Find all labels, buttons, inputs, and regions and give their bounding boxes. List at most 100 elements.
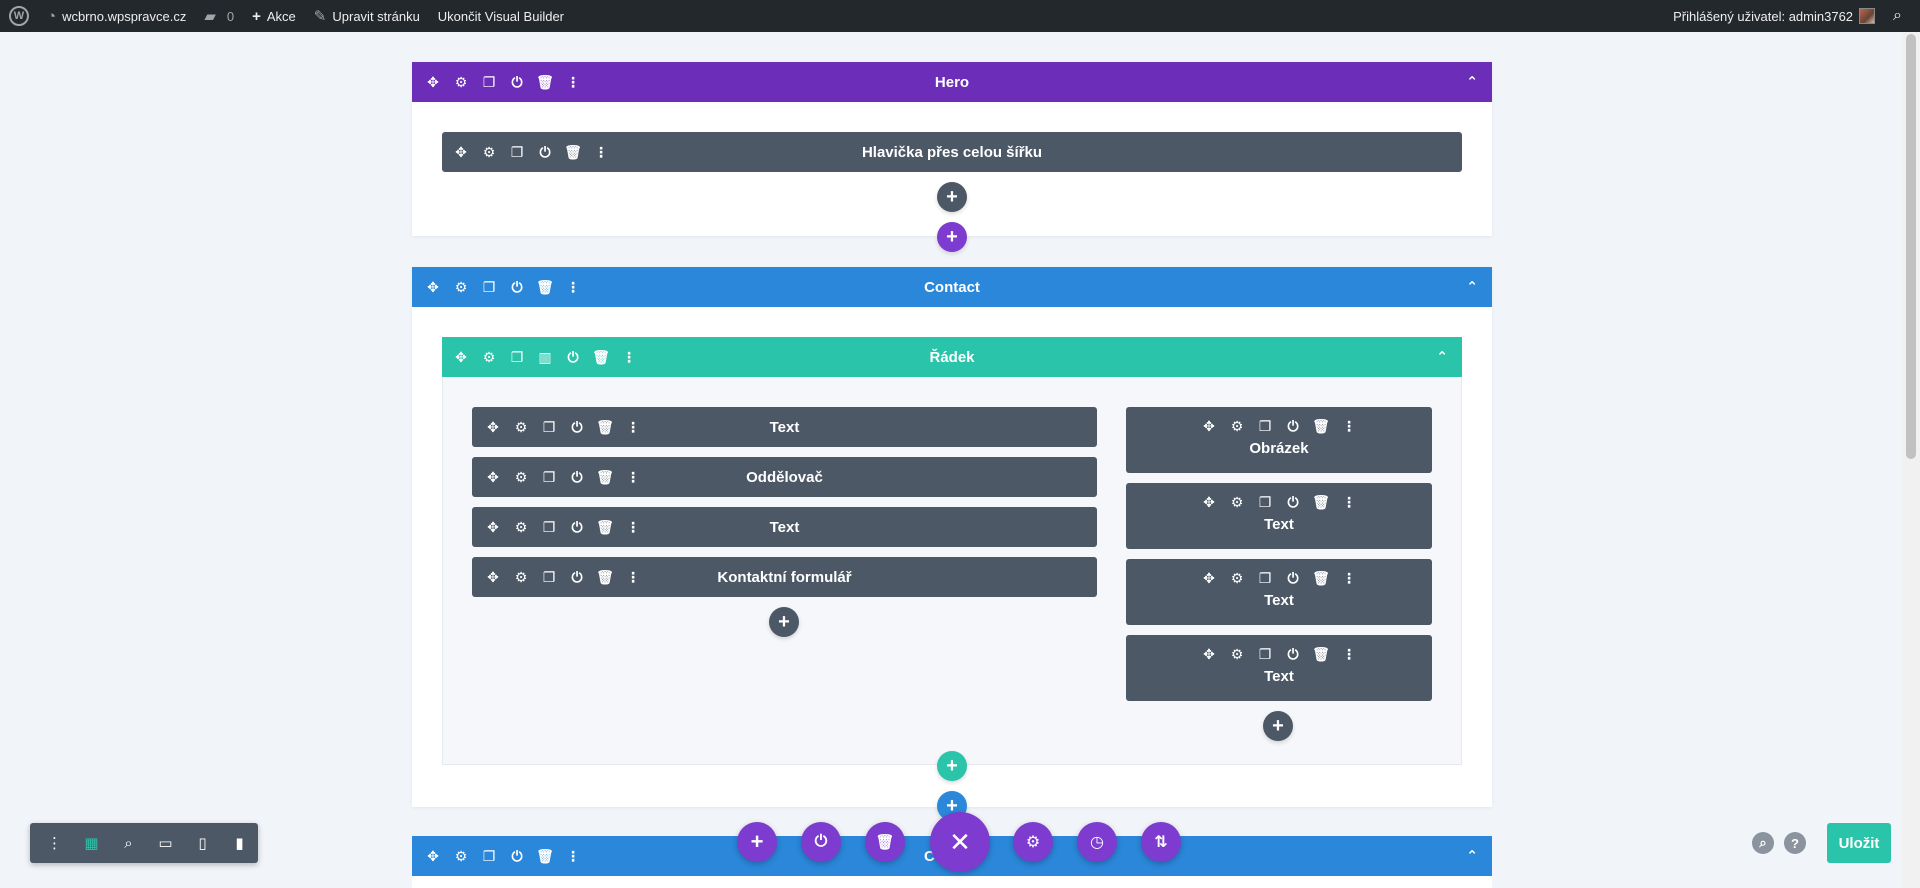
power-icon[interactable]: ⏻ [539,143,551,160]
duplicate-icon[interactable]: ❐ [542,468,556,485]
power-icon[interactable]: ⏻ [567,348,579,365]
trash-icon[interactable]: 🗑 [1312,417,1330,434]
power-icon[interactable]: ⏻ [511,278,523,295]
exit-visual-builder-link[interactable]: Ukončit Visual Builder [429,0,573,32]
trash-icon[interactable]: 🗑 [1312,645,1330,662]
trash-icon[interactable]: 🗑 [536,847,554,864]
settings-icon[interactable]: ⚙ [454,73,468,90]
vertical-scrollbar[interactable] [1902,32,1920,888]
duplicate-icon[interactable]: ❐ [1258,493,1272,510]
trash-icon[interactable]: 🗑 [536,278,554,295]
settings-icon[interactable]: ⚙ [1230,645,1244,662]
settings-icon[interactable]: ⚙ [1230,417,1244,434]
duplicate-icon[interactable]: ❐ [482,278,496,295]
trash-icon[interactable]: 🗑 [596,468,614,485]
power-icon[interactable]: ⏻ [571,518,583,535]
settings-icon[interactable]: ⚙ [482,143,496,160]
add-section-button[interactable]: + [937,222,967,252]
history-icon[interactable]: ◷ [1077,822,1117,862]
more-icon[interactable]: ⋮ [626,418,640,435]
move-icon[interactable]: ✥ [1203,645,1215,662]
more-icon[interactable]: ⋮ [1342,645,1356,662]
power-icon[interactable]: ⏻ [511,73,523,90]
move-icon[interactable]: ✥ [1203,417,1215,434]
move-icon[interactable]: ✥ [487,468,499,485]
module-text[interactable]: ✥ ⚙ ❐ ⏻ 🗑 ⋮ Text [1126,483,1432,549]
comments-link[interactable]: ▰ 0 [195,0,243,32]
module-text[interactable]: ✥ ⚙ ❐ ⏻ 🗑 ⋮ Text [1126,635,1432,701]
move-icon[interactable]: ✥ [487,568,499,585]
search-icon[interactable]: ⌕ [1752,832,1774,854]
duplicate-icon[interactable]: ❐ [482,73,496,90]
trash-icon[interactable]: 🗑 [564,143,582,160]
module-contact-form[interactable]: ✥ ⚙ ❐ ⏻ 🗑 ⋮ Kontaktní formulář [472,557,1097,597]
settings-icon[interactable]: ⚙ [482,348,496,365]
duplicate-icon[interactable]: ❐ [510,348,524,365]
power-icon[interactable]: ⏻ [571,568,583,585]
hero-section-bar[interactable]: ✥ ⚙ ❐ ⏻ 🗑 ⋮ Hero ⌃ [412,62,1492,102]
trash-icon[interactable]: 🗑 [865,822,905,862]
help-icon[interactable]: ? [1784,832,1806,854]
move-icon[interactable]: ✥ [455,348,467,365]
settings-icon[interactable]: ⚙ [514,418,528,435]
move-icon[interactable]: ✥ [427,73,439,90]
module-text[interactable]: ✥ ⚙ ❐ ⏻ 🗑 ⋮ Text [472,407,1097,447]
chevron-up-icon[interactable]: ⌃ [1466,278,1478,295]
zoom-icon[interactable]: ⌕ [124,834,133,852]
power-icon[interactable]: ⏻ [571,468,583,485]
trash-icon[interactable]: 🗑 [1312,569,1330,586]
trash-icon[interactable]: 🗑 [596,518,614,535]
settings-icon[interactable]: ⚙ [514,568,528,585]
more-icon[interactable]: ⋮ [566,847,580,864]
more-icon[interactable]: ⋮ [626,568,640,585]
tablet-view-icon[interactable]: ▯ [198,835,207,852]
power-icon[interactable]: ⏻ [1287,569,1299,586]
more-icon[interactable]: ⋮ [1342,493,1356,510]
add-row-button[interactable]: + [937,751,967,781]
power-icon[interactable]: ⏻ [801,822,841,862]
move-icon[interactable]: ✥ [427,278,439,295]
move-icon[interactable]: ✥ [1203,493,1215,510]
more-icon[interactable]: ⋮ [626,468,640,485]
scrollbar-thumb[interactable] [1906,34,1916,459]
power-icon[interactable]: ⏻ [1287,645,1299,662]
add-module-button[interactable]: + [1263,711,1293,741]
desktop-view-icon[interactable]: ▭ [158,835,173,852]
admin-search-button[interactable]: ⌕ [1884,0,1920,32]
module-divider[interactable]: ✥ ⚙ ❐ ⏻ 🗑 ⋮ Oddělovač [472,457,1097,497]
duplicate-icon[interactable]: ❐ [510,143,524,160]
site-name-link[interactable]: ◔ wcbrno.wpspravce.cz [38,0,195,32]
wireframe-view-icon[interactable]: ▦ [84,835,99,852]
settings-icon[interactable]: ⚙ [514,518,528,535]
more-icon[interactable]: ⋮ [47,835,62,852]
columns-icon[interactable]: ▥ [538,348,552,365]
duplicate-icon[interactable]: ❐ [1258,417,1272,434]
more-icon[interactable]: ⋮ [566,73,580,90]
portability-icon[interactable]: ⇅ [1141,822,1181,862]
duplicate-icon[interactable]: ❐ [1258,645,1272,662]
power-icon[interactable]: ⏻ [511,847,523,864]
new-content-link[interactable]: + Akce [243,0,305,32]
row-bar[interactable]: ✥ ⚙ ❐ ▥ ⏻ 🗑 ⋮ Řádek ⌃ [442,337,1462,377]
power-icon[interactable]: ⏻ [1287,417,1299,434]
fullwidth-module-bar[interactable]: ✥ ⚙ ❐ ⏻ 🗑 ⋮ Hlavička přes celou šířku [442,132,1462,172]
power-icon[interactable]: ⏻ [571,418,583,435]
more-icon[interactable]: ⋮ [1342,417,1356,434]
move-icon[interactable]: ✥ [487,418,499,435]
trash-icon[interactable]: 🗑 [596,418,614,435]
duplicate-icon[interactable]: ❐ [1258,569,1272,586]
user-account-link[interactable]: Přihlášený uživatel: admin3762 [1664,0,1884,32]
duplicate-icon[interactable]: ❐ [542,518,556,535]
duplicate-icon[interactable]: ❐ [542,418,556,435]
settings-icon[interactable]: ⚙ [1230,493,1244,510]
more-icon[interactable]: ⋮ [566,278,580,295]
settings-icon[interactable]: ⚙ [1230,569,1244,586]
move-icon[interactable]: ✥ [427,847,439,864]
close-builder-button[interactable]: ✕ [930,812,990,872]
edit-page-link[interactable]: ✎ Upravit stránku [305,0,429,32]
chevron-up-icon[interactable]: ⌃ [1466,847,1478,864]
move-icon[interactable]: ✥ [455,143,467,160]
module-image[interactable]: ✥ ⚙ ❐ ⏻ 🗑 ⋮ Obrázek [1126,407,1432,473]
chevron-up-icon[interactable]: ⌃ [1466,73,1478,90]
settings-icon[interactable]: ⚙ [454,847,468,864]
